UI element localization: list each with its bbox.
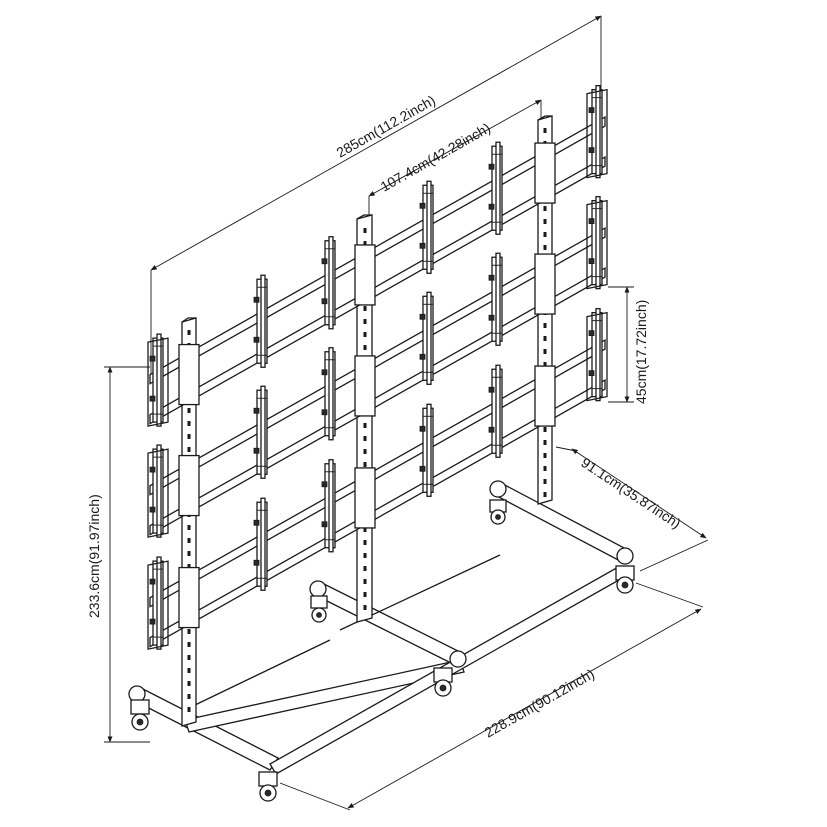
base-length-label: 228.9cm(90.12inch) — [482, 666, 598, 741]
tv-brackets — [147, 84, 608, 650]
caster-rear-right — [615, 565, 635, 594]
tv-bracket — [147, 333, 169, 427]
tv-bracket — [419, 403, 434, 497]
height-label: 233.6cm(91.97inch) — [86, 494, 102, 618]
caster-rear-left — [489, 499, 507, 525]
tv-bracket — [253, 385, 268, 479]
tv-bracket — [419, 180, 434, 274]
column-spacing-label: 107.4cm(42.28inch) — [378, 120, 494, 195]
tv-bracket — [321, 459, 336, 553]
tv-bracket — [488, 252, 503, 346]
caster-front-left — [130, 699, 150, 731]
tv-bracket — [488, 141, 503, 235]
caster-middle-left — [310, 595, 328, 623]
base-frame — [128, 480, 634, 775]
tv-bracket — [586, 195, 608, 290]
tv-bracket — [419, 291, 434, 385]
tv-bracket — [147, 556, 169, 650]
tv-bracket — [321, 347, 336, 441]
tv-bracket — [147, 444, 169, 538]
tv-bracket — [488, 364, 503, 458]
tv-bracket — [253, 497, 268, 591]
casters — [130, 499, 635, 802]
dimension-lines — [104, 15, 709, 811]
depth-label: 91.1cm(35.87inch) — [578, 454, 684, 531]
tv-bracket — [586, 307, 608, 402]
tv-bracket — [586, 84, 608, 179]
caster-front-right — [258, 771, 278, 802]
mount-spacing-label: 45cm(17.72inch) — [633, 300, 649, 404]
upright-clamps — [178, 142, 556, 629]
overall-width-label: 285cm(112.2inch) — [334, 92, 438, 161]
tv-bracket — [253, 274, 268, 368]
caster-middle-right — [433, 667, 453, 697]
tv-bracket — [321, 236, 336, 330]
